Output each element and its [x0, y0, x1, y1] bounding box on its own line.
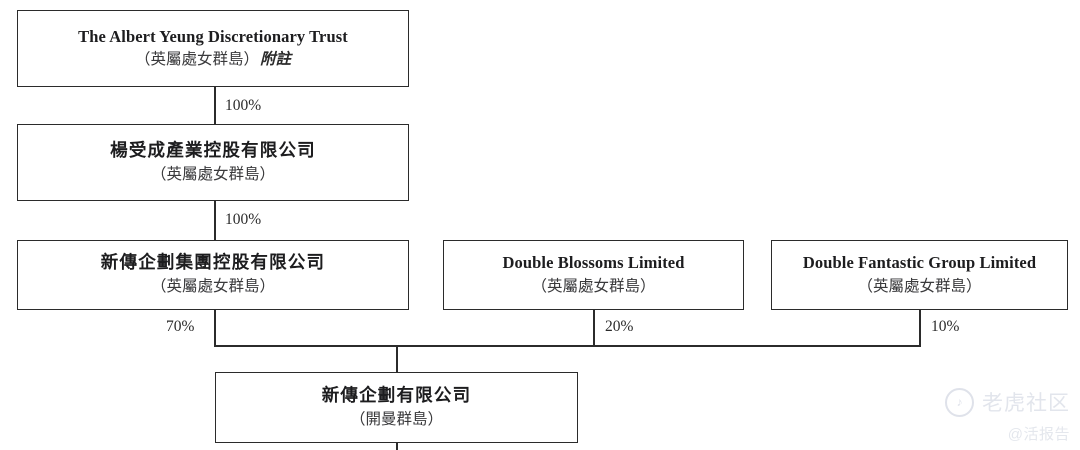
node-emperor-entertainment-group-holdings[interactable]: 新傳企劃集團控股有限公司 （英屬處女群島）	[17, 240, 409, 310]
node-trust-jurisdiction: （英屬處女群島）	[134, 51, 259, 69]
percent-fantastic-to-target: 10%	[928, 318, 963, 336]
percent-trust-to-holding: 100%	[222, 97, 265, 115]
percent-holding-to-group: 100%	[222, 211, 265, 229]
node-holding-title: 楊受成產業控股有限公司	[110, 139, 316, 160]
node-emperor-entertainment-group-limited[interactable]: 新傳企劃有限公司 （開曼群島）	[215, 372, 578, 443]
node-group-title: 新傳企劃集團控股有限公司	[100, 252, 326, 273]
percent-blossoms-to-target: 20%	[602, 318, 637, 336]
node-trust-note: 附註	[260, 51, 292, 69]
node-trust-title: The Albert Yeung Discretionary Trust	[78, 26, 348, 46]
watermark-brand-row: ♪ 老虎社区	[945, 387, 1070, 417]
node-trust-subtitle: （英屬處女群島）附註	[135, 50, 291, 70]
connector-holding-to-group	[214, 201, 216, 240]
node-blossoms-title: Double Blossoms Limited	[502, 253, 685, 273]
watermark: ♪ 老虎社区 @活报告	[945, 387, 1070, 444]
node-albert-yeung-discretionary-trust[interactable]: The Albert Yeung Discretionary Trust （英屬…	[17, 10, 409, 87]
node-blossoms-subtitle: （英屬處女群島）	[531, 277, 656, 295]
connector-target-continuation	[396, 443, 398, 450]
node-holding-subtitle: （英屬處女群島）	[150, 165, 275, 183]
node-double-fantastic-group-limited[interactable]: Double Fantastic Group Limited （英屬處女群島）	[771, 240, 1068, 310]
connector-group-drop	[214, 310, 216, 346]
tiger-logo-icon: ♪	[945, 387, 974, 417]
node-target-title: 新傳企劃有限公司	[321, 384, 472, 405]
node-double-blossoms-limited[interactable]: Double Blossoms Limited （英屬處女群島）	[443, 240, 744, 310]
watermark-title: 老虎社区	[982, 392, 1070, 415]
node-yeung-sau-shing-industrial-holdings[interactable]: 楊受成產業控股有限公司 （英屬處女群島）	[17, 124, 409, 201]
connector-bus-to-target-drop	[396, 345, 398, 372]
percent-group-to-target: 70%	[163, 318, 198, 336]
connector-fantastic-drop	[919, 310, 921, 346]
watermark-handle: @活报告	[1007, 426, 1070, 443]
connector-bus-to-target	[214, 345, 921, 347]
connector-blossoms-drop	[593, 310, 595, 346]
node-group-subtitle: （英屬處女群島）	[150, 278, 275, 296]
connector-trust-to-holding	[214, 87, 216, 124]
node-fantastic-title: Double Fantastic Group Limited	[802, 253, 1037, 273]
node-fantastic-subtitle: （英屬處女群島）	[857, 277, 982, 295]
node-target-subtitle: （開曼群島）	[349, 410, 443, 428]
